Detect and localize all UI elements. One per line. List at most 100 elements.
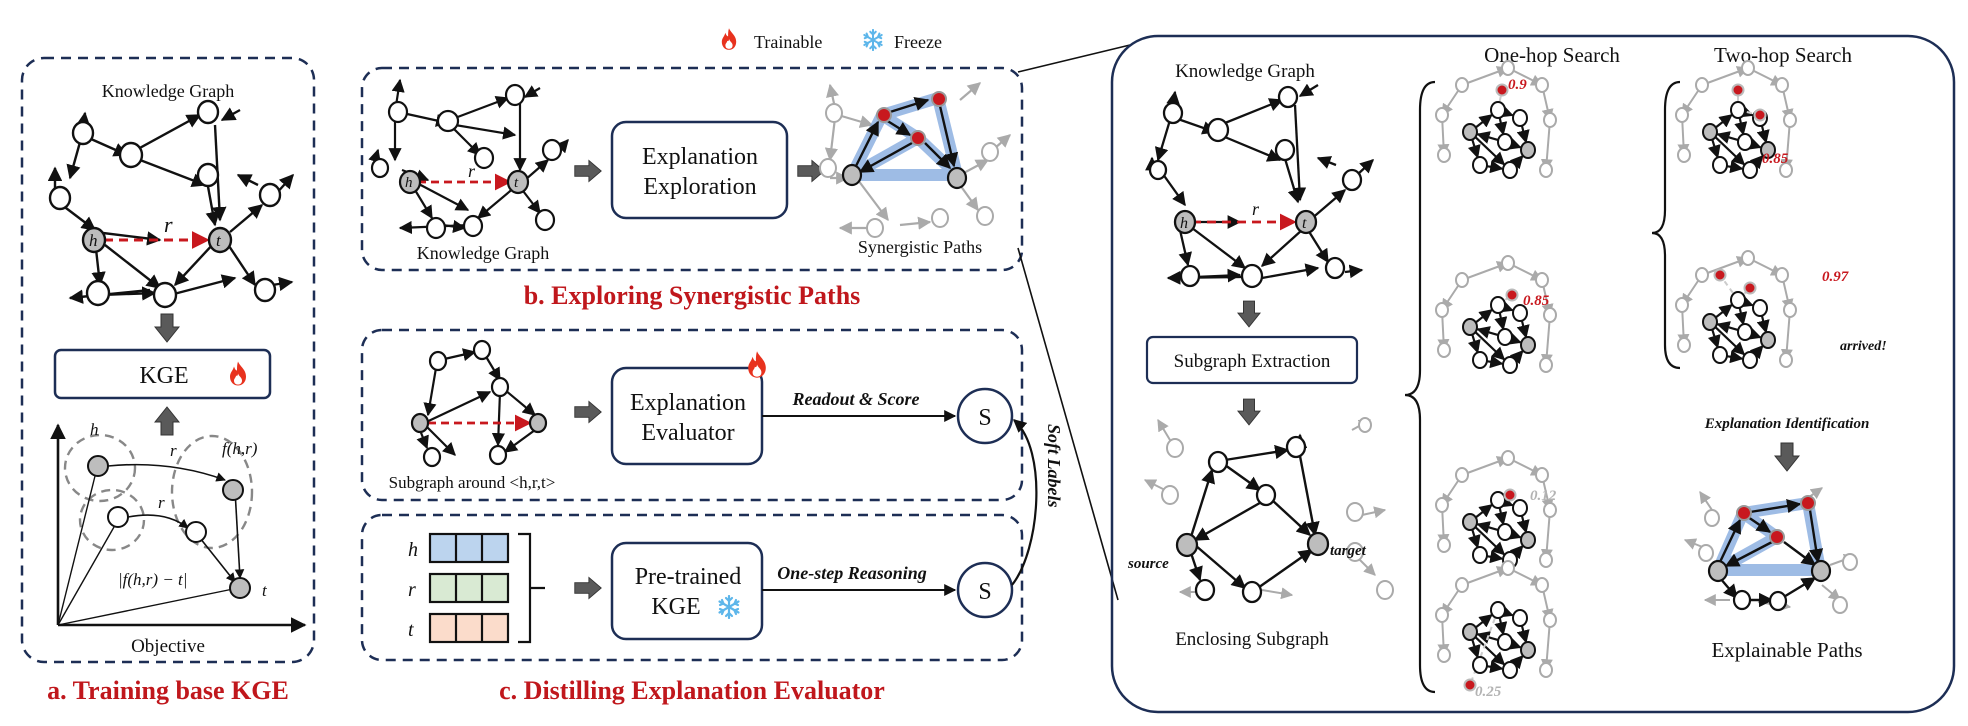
- subgraph-label: Subgraph around <h,r,t>: [389, 473, 556, 492]
- one-step-label: One-step Reasoning: [777, 563, 927, 583]
- arrived-label: arrived!: [1840, 339, 1887, 354]
- panel-b-nodes: [370, 83, 563, 240]
- embedding-plot: [50, 423, 307, 633]
- evaluator-line2: Evaluator: [641, 420, 734, 446]
- mini-graph: [1435, 60, 1557, 179]
- detail-frame: [1110, 34, 1956, 714]
- explanation-identification-label: Explanation Identification: [1704, 416, 1870, 432]
- explanation-evaluator-box: [610, 366, 764, 466]
- panel-c-bottom-frame: [360, 513, 1024, 662]
- down-arrow-icon: [154, 313, 180, 343]
- kge-box: [53, 348, 272, 400]
- enclosing-subgraph-label: Enclosing Subgraph: [1175, 629, 1329, 650]
- explanation-exploration-box: [610, 120, 789, 220]
- soft-labels-arrow: [1011, 419, 1038, 586]
- right-arrow-icon: [574, 159, 602, 183]
- pretrained-line1: Pre-trained: [635, 564, 742, 590]
- pretrained-line2: KGE: [651, 594, 700, 620]
- emb-f: f(h,r): [222, 439, 258, 458]
- snowflake-icon: [863, 29, 883, 51]
- search-minigraphs: [1435, 60, 1797, 692]
- down-arrow-icon: [1774, 442, 1800, 472]
- objective-label: Objective: [131, 636, 205, 657]
- detail-kg-title: Knowledge Graph: [1175, 61, 1315, 82]
- panel-a-nodes: [48, 99, 282, 309]
- up-arrow-icon: [154, 406, 180, 436]
- detail-r: r: [1252, 199, 1260, 219]
- emb-h: h: [90, 420, 99, 439]
- subgraph-mini-nodes: [410, 339, 548, 468]
- panel-b-r: r: [468, 161, 476, 181]
- one-hop-score-1: 0.9: [1508, 77, 1527, 93]
- two-hop-score-1: 0.85: [1762, 151, 1789, 167]
- two-hop-brace: [1651, 80, 1681, 370]
- emb-r2: r: [158, 493, 165, 512]
- panel-a-r: r: [164, 212, 173, 237]
- readout-label: Readout & Score: [791, 389, 919, 409]
- subgraph-extraction-box: [1145, 335, 1359, 385]
- mini-graph: [1675, 60, 1797, 179]
- one-hop-brace: [1404, 80, 1436, 694]
- emb-t: t: [262, 581, 268, 600]
- score-s2: S: [978, 579, 991, 605]
- two-hop-score-2: 0.97: [1822, 269, 1849, 285]
- panel-c-top-frame: [360, 328, 1024, 502]
- exploration-line2: Exploration: [643, 174, 756, 200]
- panel-a-graph: [47, 107, 294, 304]
- emb-r1: r: [170, 441, 177, 460]
- mini-graph: [1435, 560, 1557, 692]
- soft-labels: Soft Labels: [1044, 424, 1064, 508]
- two-hop-title: Two-hop Search: [1714, 43, 1852, 67]
- emb-dist: |f(h,r) − t|: [118, 570, 187, 589]
- legend-freeze: Freeze: [894, 32, 942, 52]
- enclosing-subgraph: [1143, 417, 1394, 604]
- right-arrow-icon: [574, 576, 602, 600]
- emb-bar-t: t: [408, 619, 414, 641]
- emb-bar-h: h: [408, 539, 418, 561]
- flame-icon: [748, 351, 766, 378]
- synergistic-paths-label: Synergistic Paths: [858, 237, 982, 257]
- score-circle-1: [956, 387, 1014, 445]
- zoom-line-top: [1017, 44, 1131, 73]
- panel-b-t: t: [514, 175, 519, 191]
- evaluator-line1: Explanation: [630, 390, 746, 416]
- panel-a-t: t: [216, 231, 222, 250]
- down-arrow-icon: [1237, 398, 1261, 426]
- detail-kg-graph: [1145, 83, 1375, 285]
- emb-bar-r: r: [408, 579, 416, 601]
- score-s1: S: [978, 405, 991, 431]
- pretrained-kge-box: [610, 541, 764, 641]
- subgraph-extraction-label: Subgraph Extraction: [1174, 351, 1331, 372]
- detail-kg-nodes: [1148, 85, 1363, 289]
- one-hop-score-4: 0.25: [1475, 684, 1502, 700]
- synergistic-paths-graph: [819, 82, 1011, 238]
- panel-a-caption: a. Training base KGE: [47, 676, 289, 705]
- target-label: target: [1330, 543, 1367, 559]
- mini-graph: [1435, 450, 1557, 569]
- panel-b-kg-label: Knowledge Graph: [417, 243, 549, 263]
- embedding-bars: [428, 532, 545, 644]
- panel-a-frame: [20, 56, 316, 664]
- mini-graph: [1675, 250, 1797, 369]
- down-arrow-icon: [1237, 300, 1261, 328]
- one-hop-score-3: 0.12: [1530, 488, 1557, 504]
- right-arrow-icon: [574, 400, 602, 424]
- score-circle-2: [956, 561, 1014, 619]
- mini-graph: [1435, 255, 1557, 374]
- legend-trainable: Trainable: [754, 32, 822, 52]
- panel-b-h: h: [405, 175, 413, 191]
- detail-t: t: [1302, 215, 1307, 232]
- source-label: source: [1127, 556, 1169, 572]
- zoom-line-bottom: [1017, 247, 1119, 601]
- panel-a-h: h: [89, 231, 98, 250]
- one-hop-score-2: 0.85: [1523, 293, 1550, 309]
- exploration-line1: Explanation: [642, 144, 758, 170]
- kge-label: KGE: [139, 363, 188, 389]
- detail-h: h: [1180, 215, 1188, 232]
- panel-c-caption: c. Distilling Explanation Evaluator: [499, 676, 885, 705]
- flame-icon: [721, 28, 737, 50]
- panel-b-frame: [360, 66, 1024, 272]
- explainable-paths-label: Explainable Paths: [1711, 638, 1862, 662]
- panel-b-caption: b. Exploring Synergistic Paths: [524, 281, 861, 310]
